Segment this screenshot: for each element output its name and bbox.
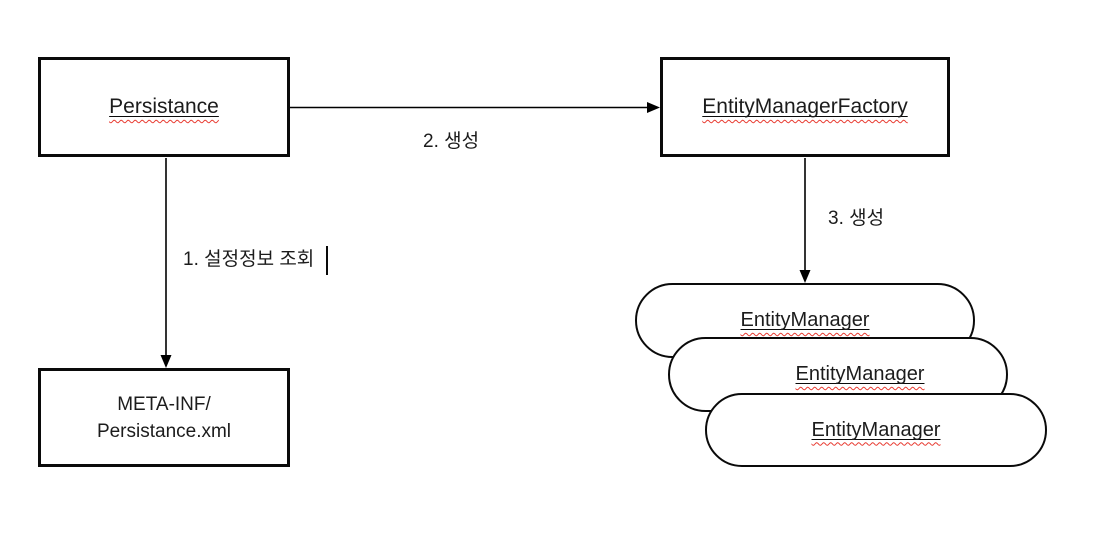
arrow-step1-head xyxy=(160,355,172,368)
text-caret xyxy=(326,246,328,275)
meta-inf-label-line2: Persistance.xml xyxy=(96,420,232,442)
spellcheck-squiggle: EntityManager xyxy=(812,419,941,441)
arrow-step1-persistence-to-metainf[interactable] xyxy=(160,158,172,368)
spellcheck-squiggle: Persistance xyxy=(109,95,219,119)
edge-label-step3-create[interactable]: 3. 생성 xyxy=(828,208,885,229)
entity-manager-factory-label: EntityManagerFactory xyxy=(702,95,908,118)
persistence-label: Persistance xyxy=(109,95,219,118)
entity-manager-label: EntityManager xyxy=(811,418,941,441)
meta-inf-xml-node[interactable]: META-INF/ Persistance.xml xyxy=(38,368,290,467)
entity-manager-label: EntityManager xyxy=(740,309,870,331)
arrow-step2-persistence-to-factory[interactable] xyxy=(290,102,660,113)
arrow-step3-head xyxy=(799,270,811,283)
spellcheck-squiggle: EntityManagerFactory xyxy=(702,95,907,119)
label-wrap: EntityManager xyxy=(741,309,870,332)
entity-manager-node-front[interactable]: EntityManager xyxy=(705,393,1047,467)
edge-label-step2-create[interactable]: 2. 생성 xyxy=(423,131,480,152)
arrow-step3-factory-to-entitymanagers[interactable] xyxy=(799,158,811,283)
arrow-step2-head xyxy=(647,102,660,113)
entity-manager-factory-node[interactable]: EntityManagerFactory xyxy=(660,57,950,157)
spellcheck-squiggle: EntityManager xyxy=(741,309,870,331)
persistence-node[interactable]: Persistance xyxy=(38,57,290,157)
edge-label-step1-config-lookup[interactable]: 1. 설정정보 조회 xyxy=(183,249,315,270)
label-wrap: EntityManager xyxy=(752,363,925,386)
spellcheck-squiggle: EntityManager xyxy=(796,363,925,385)
meta-inf-label-line1: META-INF/ xyxy=(117,393,211,415)
entity-manager-label: EntityManager xyxy=(795,363,925,385)
label-wrap: EntityManager xyxy=(812,419,941,442)
